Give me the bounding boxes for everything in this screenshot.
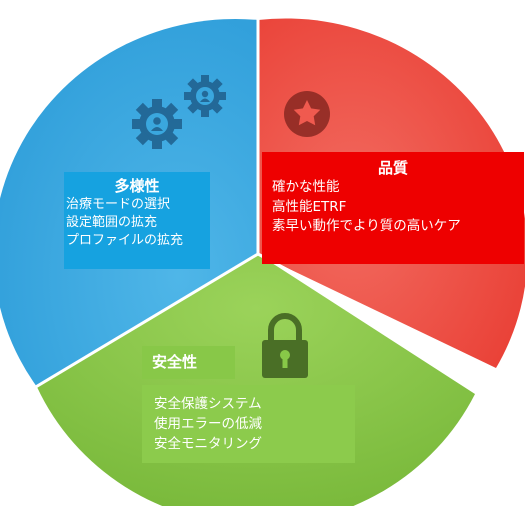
quality-line: 高性能ETRF [272,198,347,215]
variety-title: 多様性 [114,177,160,195]
quality-box: 品質 確かな性能 高性能ETRF 素早い動作でより質の高いケア [262,152,524,264]
safety-line: 安全モニタリング [154,436,262,452]
quality-title: 品質 [377,159,408,177]
segment-divider [33,252,259,390]
safety-title-box: 安全性 [142,346,235,379]
variety-line: 設定範囲の拡充 [66,215,158,230]
variety-box: 多様性 治療モードの選択 設定範囲の拡充 プロファイルの拡充 [64,172,210,269]
safety-line: 使用エラーの低減 [154,416,262,432]
variety-line: 治療モードの選択 [66,197,171,212]
quality-line: 素早い動作でより質の高いケア [272,218,461,234]
variety-line: プロファイルの拡充 [66,233,184,248]
safety-title: 安全性 [152,353,198,371]
safety-box: 安全保護システム 使用エラーの低減 安全モニタリング [142,385,355,463]
star-icon [284,91,330,137]
segment-divider [257,252,491,380]
quality-line: 確かな性能 [272,179,340,195]
padlock-icon [262,313,308,378]
safety-line: 安全保護システム [154,396,262,412]
